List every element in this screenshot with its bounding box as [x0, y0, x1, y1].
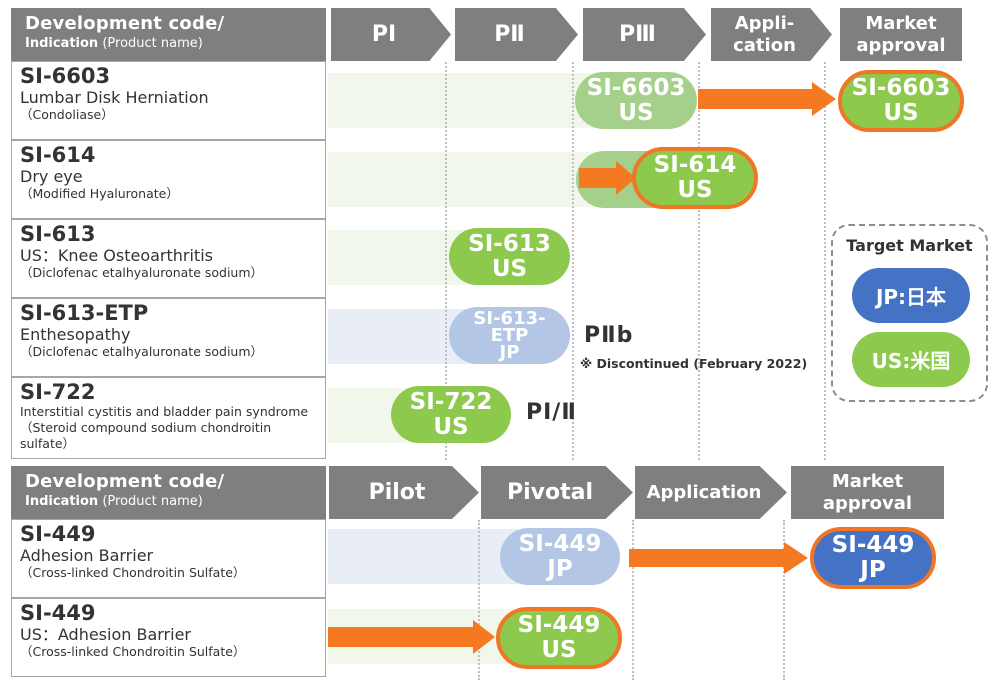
- product-name-line2: sulfate）: [20, 436, 76, 451]
- phase-header-application: Appli- cation: [711, 8, 832, 61]
- phase-header-p3: PⅢ: [583, 8, 706, 61]
- row-band: [328, 529, 518, 584]
- progress-arrow: [328, 620, 498, 654]
- phase-divider: [698, 62, 700, 460]
- phase-divider: [572, 62, 574, 460]
- pill-si-6603-us-approval: SI-6603 US: [838, 70, 964, 132]
- header-line1: Development code/: [25, 471, 225, 492]
- table2-header-label: Development code/ Indication (Product na…: [11, 466, 326, 519]
- pipeline-row-si-449-us: SI-449 US：Adhesion Barrier （Cross-linked…: [11, 598, 326, 677]
- legend-item-us: US:米国: [852, 332, 970, 387]
- pill-si-613-etp-jp-p2: SI-613- ETP JP: [449, 307, 570, 364]
- indication: Dry eye: [20, 167, 83, 186]
- legend-item-jp: JP:日本: [852, 268, 970, 323]
- pill-si-722-us-p1-2: SI-722 US: [391, 386, 511, 443]
- legend-title: Target Market: [846, 236, 973, 255]
- pipeline-row-si-722: SI-722 Interstitial cystitis and bladder…: [11, 377, 326, 459]
- phase-divider: [824, 62, 826, 460]
- pill-si-449-us-pivotal: SI-449 US: [496, 607, 622, 669]
- row-band: [328, 152, 618, 207]
- indication: Lumbar Disk Herniation: [20, 88, 209, 107]
- pill-si-614-us-p3: SI-614 US: [632, 147, 758, 209]
- product-name: （Condoliase）: [20, 107, 114, 122]
- phase-header-application: Application: [635, 466, 787, 519]
- pipeline-row-si-613: SI-613 US：Knee Osteoarthritis （Diclofena…: [11, 219, 326, 298]
- progress-arrow: [629, 542, 809, 576]
- table1-header-label: Development code/ Indication (Product na…: [11, 8, 326, 61]
- phase-divider: [632, 520, 634, 680]
- phase-divider: [783, 520, 785, 680]
- header-line2: Indication (Product name): [25, 494, 203, 509]
- indication: US：Adhesion Barrier: [20, 625, 191, 644]
- phase-header-p2: PⅡ: [455, 8, 578, 61]
- header-line2: Indication (Product name): [25, 36, 203, 51]
- dev-code: SI-722: [20, 380, 96, 404]
- progress-arrow: [698, 82, 838, 116]
- phase-header-pivotal: Pivotal: [481, 466, 633, 519]
- product-name: （Diclofenac etalhyaluronate sodium）: [20, 344, 264, 359]
- product-name: （Cross-linked Chondroitin Sulfate）: [20, 565, 246, 580]
- pipeline-row-si-613-etp: SI-613-ETP Enthesopathy （Diclofenac etal…: [11, 298, 326, 377]
- product-name-line1: （Steroid compound sodium chondroitin: [20, 420, 272, 435]
- progress-arrow: [579, 161, 639, 195]
- phase-note-p2b: PⅡb: [584, 323, 634, 348]
- phase-header-pilot: Pilot: [329, 466, 479, 519]
- dev-code: SI-449: [20, 601, 96, 625]
- dev-code: SI-6603: [20, 64, 111, 88]
- pill-si-613-us-p2: SI-613 US: [449, 228, 570, 285]
- product-name: （Cross-linked Chondroitin Sulfate）: [20, 644, 246, 659]
- target-market-legend: Target Market JP:日本 US:米国: [831, 224, 988, 402]
- dev-code: SI-449: [20, 522, 96, 546]
- pill-si-449-jp-pivotal: SI-449 JP: [500, 528, 620, 585]
- phase-header-pi: PI: [331, 8, 451, 61]
- header-line1: Development code/: [25, 13, 225, 34]
- indication: Adhesion Barrier: [20, 546, 154, 565]
- dev-code: SI-614: [20, 143, 96, 167]
- phase-divider: [478, 520, 480, 680]
- phase-divider: [445, 62, 447, 460]
- row-band: [328, 73, 618, 128]
- pipeline-row-si-449-jp: SI-449 Adhesion Barrier （Cross-linked Ch…: [11, 519, 326, 598]
- product-name: （Diclofenac etalhyaluronate sodium）: [20, 265, 264, 280]
- phase-note-p1-2: PⅠ/Ⅱ: [526, 400, 577, 425]
- pill-si-449-jp-approval: SI-449 JP: [810, 527, 936, 589]
- dev-code: SI-613: [20, 222, 96, 246]
- indication: Interstitial cystitis and bladder pain s…: [20, 404, 309, 419]
- product-name: （Modified Hyaluronate）: [20, 186, 179, 201]
- discontinued-note: ※ Discontinued (February 2022): [580, 356, 808, 371]
- phase-header-market-approval: Market approval: [840, 8, 962, 61]
- phase-header-market-approval: Market approval: [791, 466, 944, 519]
- pipeline-row-si-614: SI-614 Dry eye （Modified Hyaluronate）: [11, 140, 326, 219]
- indication: US：Knee Osteoarthritis: [20, 246, 213, 265]
- pill-si-6603-us-p3: SI-6603 US: [575, 72, 697, 129]
- pipeline-row-si-6603: SI-6603 Lumbar Disk Herniation （Condolia…: [11, 61, 326, 140]
- dev-code: SI-613-ETP: [20, 301, 149, 325]
- indication: Enthesopathy: [20, 325, 131, 344]
